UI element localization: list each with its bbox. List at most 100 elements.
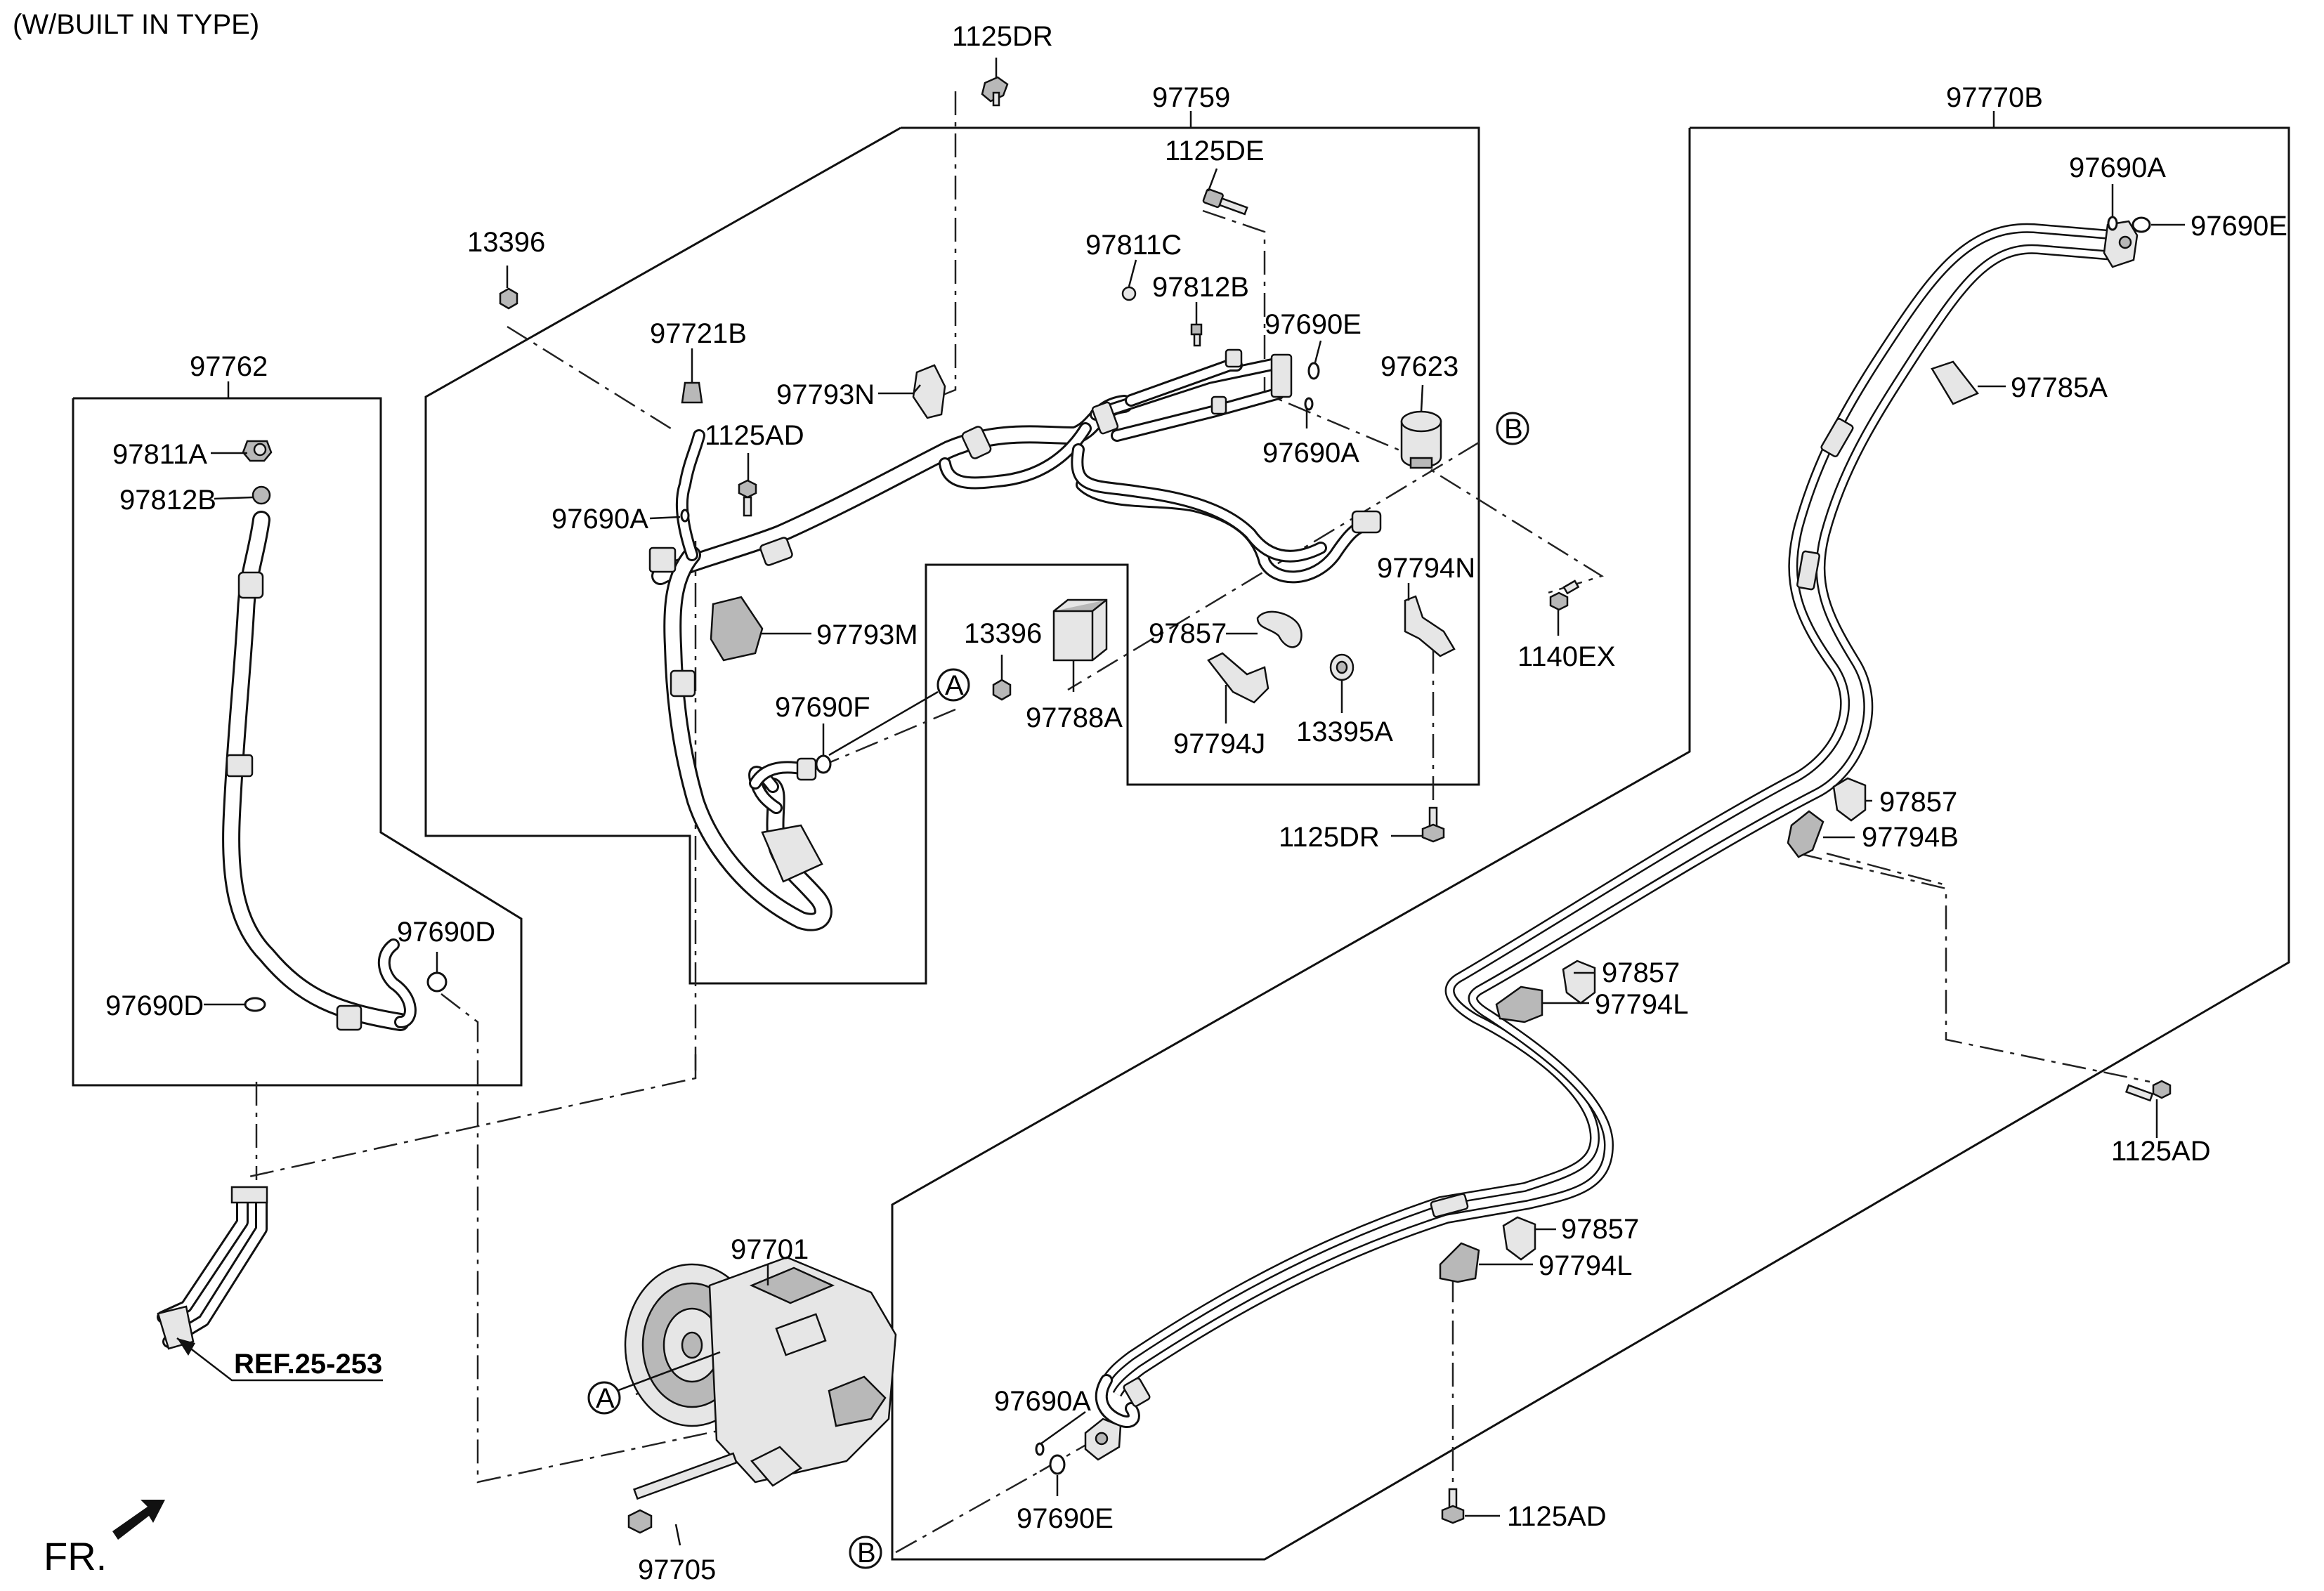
label-97785A: 97785A xyxy=(2011,372,2108,403)
label-1140EX: 1140EX xyxy=(1517,641,1615,672)
bracket-97794L-1-icon xyxy=(1495,986,1543,1023)
bolt-1125AD-mid-icon xyxy=(738,479,757,517)
label-1125DR-top: 1125DR xyxy=(952,21,1053,52)
label-1125DE: 1125DE xyxy=(1165,136,1265,166)
o-ring-97690A-bot-icon xyxy=(1035,1442,1045,1456)
group-frames xyxy=(72,111,2290,1561)
bolt-1125AD-bot-icon xyxy=(1441,1488,1465,1524)
cap-97811C-icon xyxy=(1121,286,1137,301)
cap-97721B-icon xyxy=(681,381,703,404)
o-ring-97690A-tr-icon xyxy=(2107,216,2118,231)
group-callouts: A B A B xyxy=(587,412,1529,1569)
header-note: (W/BUILT IN TYPE) xyxy=(13,9,259,40)
pipe-97770B xyxy=(1035,216,2172,1524)
label-1125AD-mid: 1125AD xyxy=(705,420,804,451)
label-97623: 97623 xyxy=(1380,351,1458,382)
group-small-parts xyxy=(499,76,1580,843)
label-97794N: 97794N xyxy=(1377,553,1475,584)
label-97690E-bottom: 97690E xyxy=(1017,1503,1114,1534)
label-13396-top: 13396 xyxy=(467,227,545,258)
label-97812B-left: 97812B xyxy=(119,485,216,516)
callout-b-lower-label: B xyxy=(857,1538,876,1569)
o-ring-97690A-mid-icon xyxy=(1304,397,1314,411)
label-97690E-top-right: 97690E xyxy=(2191,211,2287,242)
frame-97759 xyxy=(424,126,1480,985)
label-13396-mid: 13396 xyxy=(964,618,1042,649)
label-1125AD-right: 1125AD xyxy=(2111,1136,2211,1167)
label-97770B: 97770B xyxy=(1946,82,2043,113)
label-97705: 97705 xyxy=(638,1554,716,1585)
front-arrow-icon xyxy=(112,1500,165,1540)
compressor-97701-icon xyxy=(624,1256,897,1534)
bolt-1125AD-r-icon xyxy=(2124,1080,2172,1102)
label-97794L-2: 97794L xyxy=(1539,1250,1632,1281)
label-ref-25-253[interactable]: REF.25-253 xyxy=(234,1349,382,1380)
muffler-icon xyxy=(761,824,823,883)
callout-b-upper-label: B xyxy=(1504,414,1523,445)
label-97690D-left: 97690D xyxy=(105,990,204,1021)
valve-core-97812B-icon xyxy=(252,485,271,505)
label-97857-r3: 97857 xyxy=(1561,1214,1639,1245)
callout-b-lower xyxy=(849,1536,882,1569)
label-97690E-mid: 97690E xyxy=(1265,309,1362,340)
group-leaders xyxy=(204,58,2185,1546)
label-97690A-bottom: 97690A xyxy=(994,1386,1091,1417)
callout-a-lower xyxy=(587,1381,621,1415)
callout-a-lower-label: A xyxy=(596,1383,615,1414)
group-labels: 1125DR 97759 97770B 1125DE 97811C 97812B… xyxy=(44,21,2287,1585)
valve-core-97812B-mid-icon xyxy=(1190,323,1203,347)
o-ring-97690A-left-icon xyxy=(680,509,690,523)
clamp-97857-r2-icon xyxy=(1562,960,1596,1004)
label-1125AD-bottom: 1125AD xyxy=(1507,1501,1607,1532)
callout-a-upper-label: A xyxy=(945,670,964,701)
label-97812B-mid: 97812B xyxy=(1152,272,1249,303)
clamp-97857-mid-icon xyxy=(1256,610,1303,648)
label-97762: 97762 xyxy=(190,351,268,382)
clamp-97793N-icon xyxy=(912,364,946,419)
label-97793N: 97793N xyxy=(776,379,875,410)
label-97794L-1: 97794L xyxy=(1595,989,1688,1020)
bolt-1125DR-mid-icon xyxy=(1421,806,1445,843)
label-97690A-left: 97690A xyxy=(551,504,648,535)
ref-assembly xyxy=(157,1186,383,1382)
label-97690A-top-right: 97690A xyxy=(2069,152,2166,183)
label-97788A: 97788A xyxy=(1026,702,1123,733)
label-97794B: 97794B xyxy=(1862,822,1959,853)
label-97759: 97759 xyxy=(1152,82,1230,113)
bracket-97794B-icon xyxy=(1787,810,1824,858)
label-97793M: 97793M xyxy=(816,620,918,650)
bracket-97794N-icon xyxy=(1404,595,1456,657)
label-97690A-mid: 97690A xyxy=(1262,438,1359,469)
label-13395A: 13395A xyxy=(1296,716,1393,747)
block-97788A-icon xyxy=(1052,598,1108,662)
label-1125DR-mid: 1125DR xyxy=(1279,822,1380,853)
o-ring-97690D-r-icon xyxy=(426,971,448,993)
grommet-13395A-icon xyxy=(1329,653,1354,681)
label-97690D-right: 97690D xyxy=(397,917,495,948)
bolt-1125DR-top-icon xyxy=(981,76,1009,107)
o-ring-97690F-icon xyxy=(815,754,832,774)
drier-97623-icon xyxy=(1400,410,1442,469)
o-ring-97690D-l-icon xyxy=(244,997,266,1012)
damper-97785A-icon xyxy=(1931,360,1979,405)
label-97857-r2: 97857 xyxy=(1602,957,1680,988)
label-97811A: 97811A xyxy=(112,439,207,470)
hose-97762 xyxy=(222,440,417,1031)
bolt-1125DE-icon xyxy=(1202,188,1248,216)
label-97811C: 97811C xyxy=(1085,230,1182,261)
bracket-97794L-2-icon xyxy=(1439,1242,1480,1283)
frame-97762 xyxy=(72,397,523,1087)
label-97701: 97701 xyxy=(731,1234,809,1265)
label-97690F: 97690F xyxy=(775,692,870,723)
nut-13396-top-icon xyxy=(499,287,518,310)
callout-a-upper xyxy=(936,668,970,702)
label-97857-r1: 97857 xyxy=(1879,787,1957,818)
o-ring-97690E-mid-icon xyxy=(1307,362,1320,380)
callout-b-upper xyxy=(1496,412,1529,445)
o-ring-97690E-bot-icon xyxy=(1049,1454,1066,1475)
clamp-97857-r1-icon xyxy=(1832,777,1867,822)
label-fr: FR. xyxy=(44,1534,107,1578)
label-97794J: 97794J xyxy=(1173,728,1265,759)
